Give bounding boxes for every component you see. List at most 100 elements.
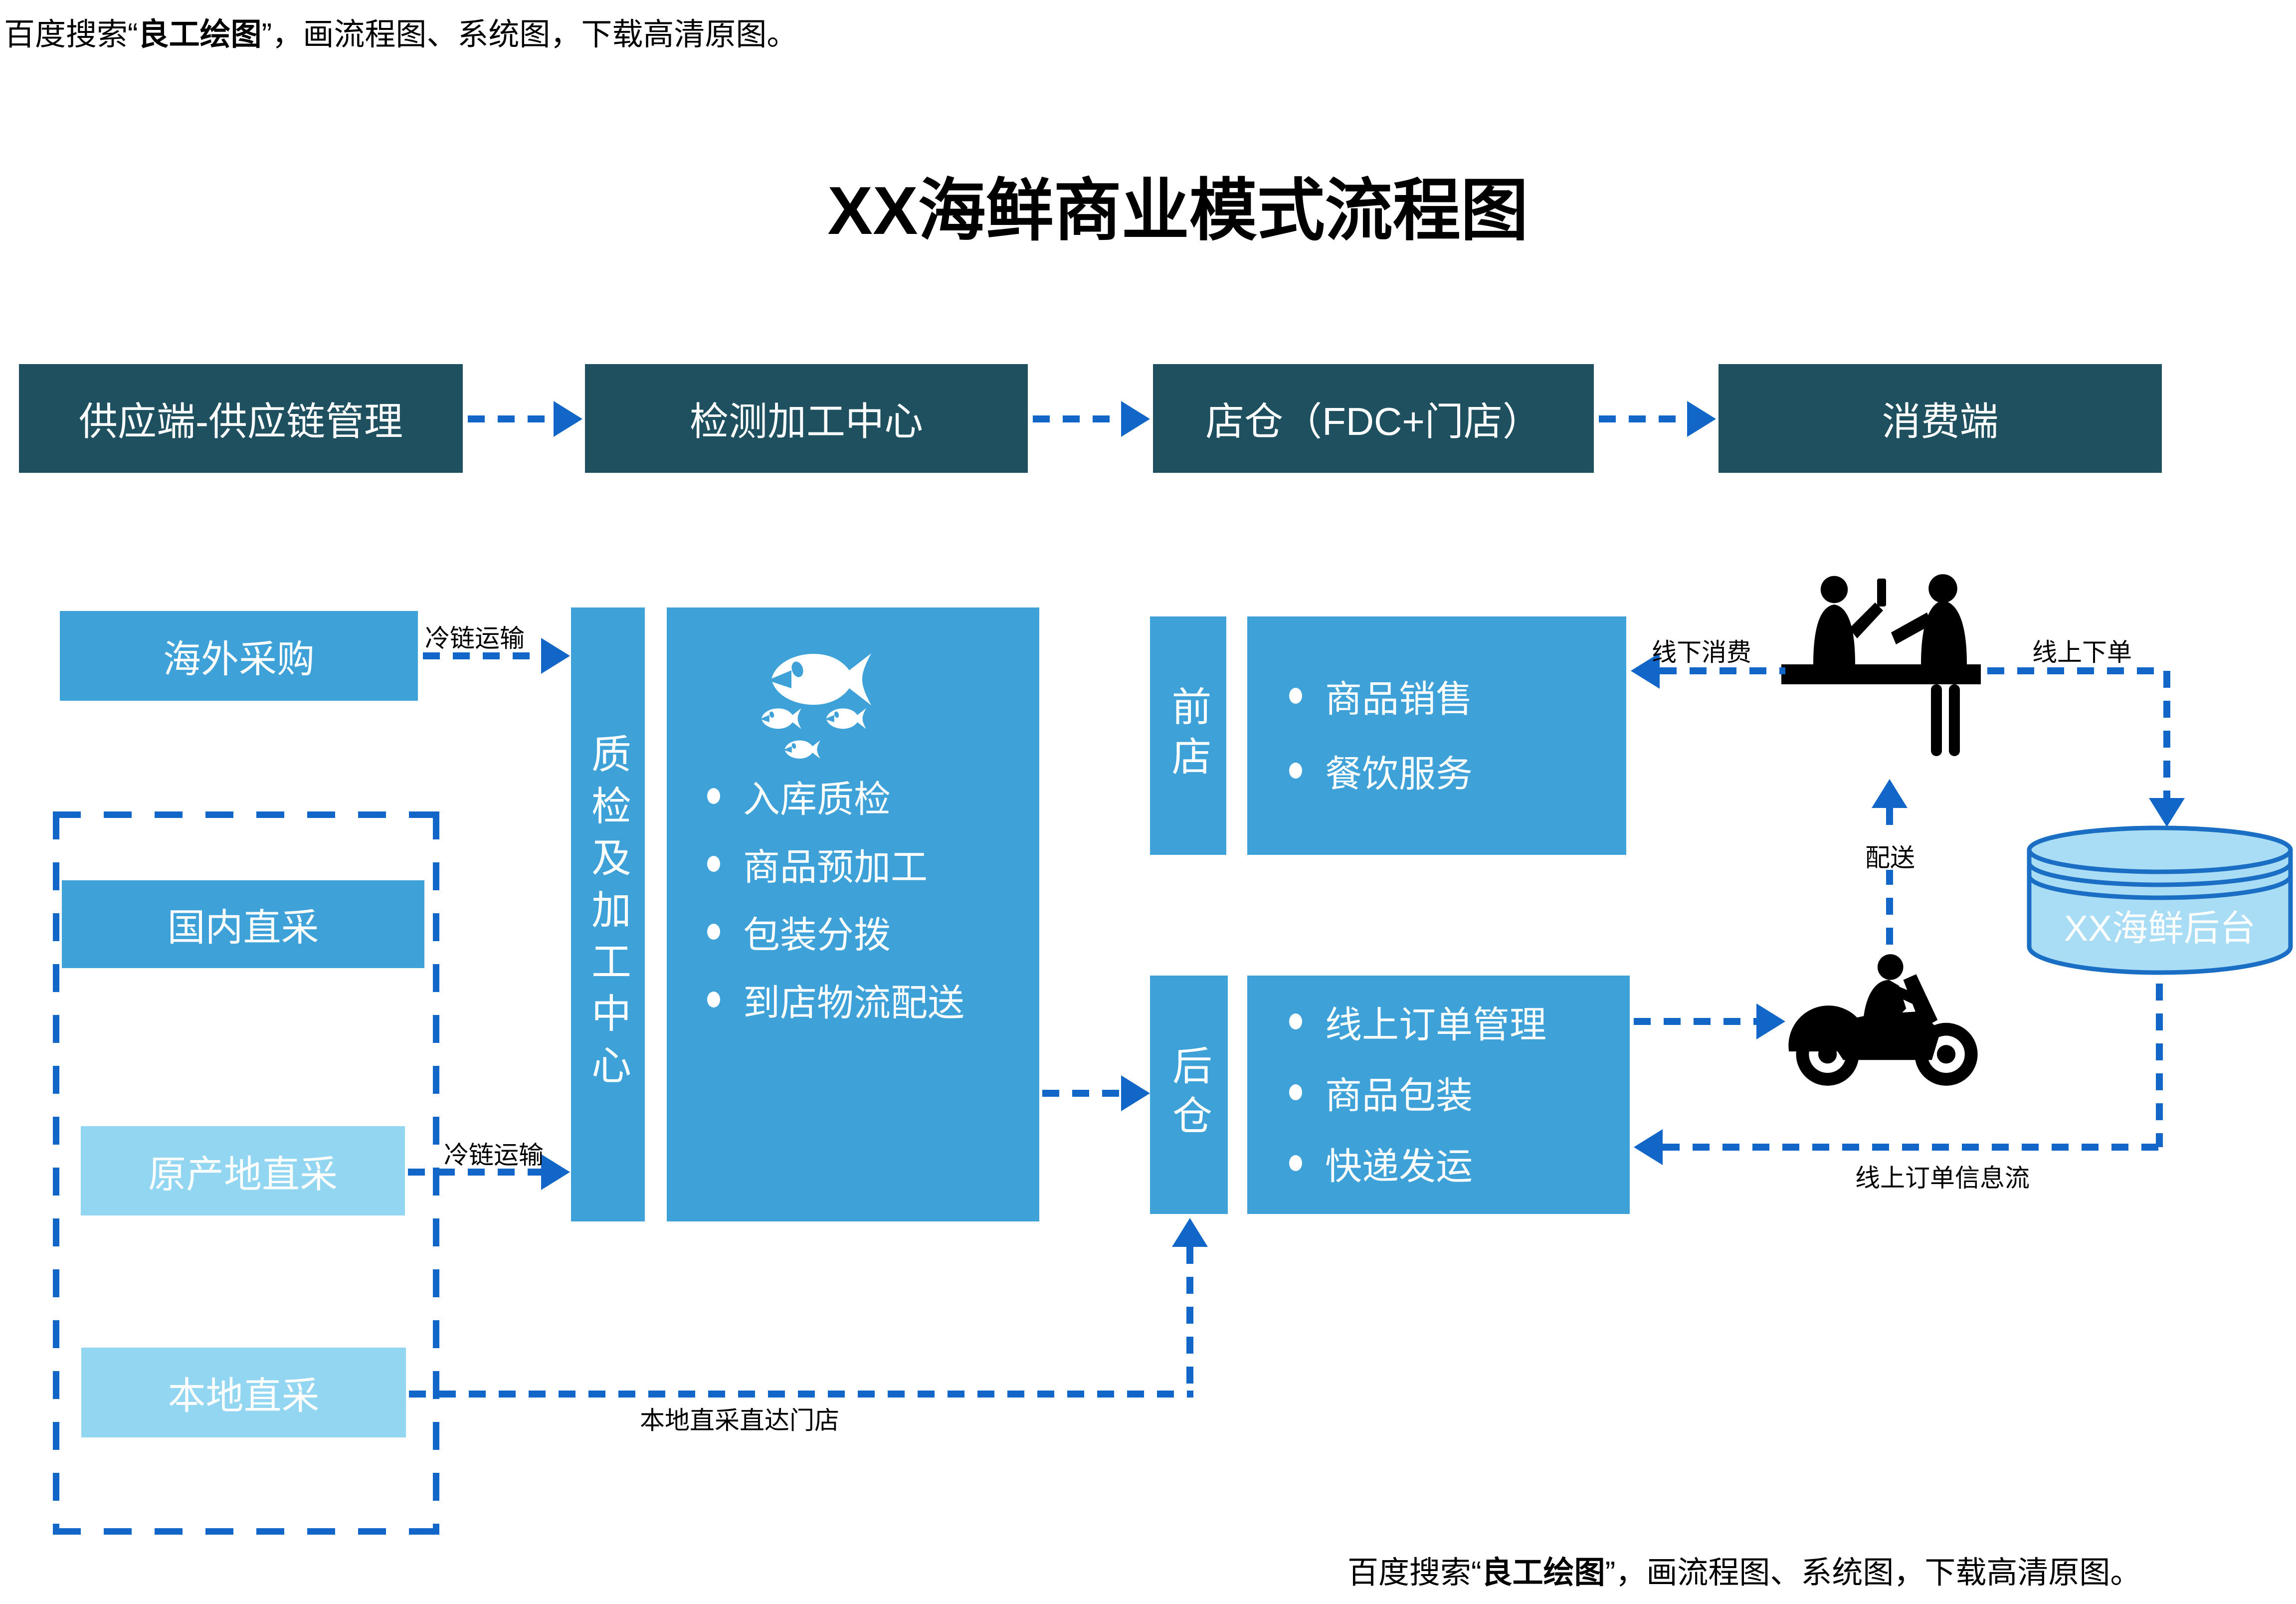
stage-label: 供应端-供应链管理 (79, 400, 403, 443)
watermark-suffix: ”，画流程图、系统图，下载高清原图。 (1605, 1556, 2141, 1590)
box-origin-purchase: 原产地直采 (81, 1126, 405, 1215)
arrow-stage3-stage4-head (1687, 401, 1716, 437)
stage-box-store: 店仓（FDC+门店） (1153, 364, 1594, 473)
edge-label-delivery: 配送 (1848, 838, 1932, 872)
direct-purchase-group-border-top (53, 811, 439, 818)
arrow-backstore-to-moto-line (1634, 1018, 1756, 1025)
edge-label-cold-chain-2: 冷链运输 (444, 1141, 544, 1169)
list-item-label: 商品销售 (1325, 678, 1473, 720)
bullet-icon (1289, 1084, 1302, 1100)
database-icon: XX海鲜后台 (2027, 825, 2293, 975)
arrow-overseas-to-qc-line (423, 652, 541, 659)
arrow-local-direct-vline (1186, 1247, 1193, 1394)
list-item: 线上订单管理 (1289, 995, 1618, 1048)
edge-label-cold-chain-1: 冷链运输 (425, 624, 525, 652)
bullet-icon (1289, 763, 1302, 779)
watermark-prefix: 百度搜索“ (4, 17, 138, 52)
list-item: 商品销售 (1289, 668, 1608, 723)
list-item-label: 包装分拨 (743, 914, 891, 956)
direct-purchase-group-border-left (53, 811, 59, 1535)
fish-icon (756, 704, 810, 732)
edge-label-online-order: 线上下单 (2032, 638, 2132, 666)
arrow-overseas-to-qc-head (541, 638, 570, 674)
box-qc-processing-center: 质检及加工中心 (571, 607, 645, 1221)
arrow-online-order-vline (2163, 671, 2170, 798)
box-front-store: 前店 (1150, 616, 1226, 855)
list-item: 入库质检 (707, 771, 1026, 821)
list-item-label: 入库质检 (743, 778, 891, 820)
edge-label-offline-consume: 线下消费 (1652, 638, 1751, 666)
list-item: 商品包装 (1289, 1066, 1618, 1119)
box-label: 前店 (1166, 686, 1211, 786)
bullet-icon (707, 788, 720, 804)
list-item: 餐饮服务 (1289, 743, 1608, 798)
arrow-order-info-vline (2156, 984, 2163, 1147)
box-label: 质检及加工中心 (586, 733, 630, 1096)
customers-at-counter-icon (1781, 574, 1981, 756)
arrow-qc-to-backstore-line (1042, 1090, 1121, 1097)
arrow-origin-to-qc-head (541, 1154, 570, 1190)
arrow-delivery-head (1872, 779, 1908, 808)
stage-box-consumer: 消费端 (1719, 364, 2162, 473)
watermark-brand: 良工绘图 (138, 17, 262, 52)
watermark-brand: 良工绘图 (1481, 1556, 1605, 1590)
direct-purchase-group-border-bottom (53, 1528, 439, 1535)
list-item: 商品预加工 (707, 838, 1026, 889)
list-item-label: 商品预加工 (743, 846, 928, 888)
fish-icon (820, 704, 875, 732)
stage-label: 检测加工中心 (689, 400, 923, 443)
edge-label-local-direct: 本地直采直达门店 (640, 1406, 839, 1434)
arrow-order-info-hline (1663, 1144, 2163, 1151)
arrow-qc-to-backstore-head (1121, 1075, 1150, 1111)
arrow-stage2-stage3-line (1033, 415, 1121, 422)
bullet-icon (1289, 1013, 1302, 1029)
arrow-stage1-stage2-head (554, 401, 582, 437)
arrow-online-order-hline (1987, 667, 2167, 674)
box-local-purchase: 本地直采 (81, 1348, 406, 1437)
stage-label: 消费端 (1882, 400, 1999, 443)
watermark-top: 百度搜索“良工绘图”，画流程图、系统图，下载高清原图。 (4, 9, 797, 54)
list-item-label: 商品包装 (1325, 1074, 1473, 1116)
arrow-order-info-head (1634, 1129, 1663, 1165)
bullet-icon (707, 992, 720, 1007)
arrow-origin-to-qc-line (408, 1169, 541, 1176)
fish-icon (778, 737, 830, 762)
bullet-icon (707, 924, 720, 940)
delivery-motorcycle-icon (1788, 954, 1978, 1086)
bullet-icon (707, 856, 720, 872)
arrow-stage3-stage4-line (1599, 415, 1687, 422)
box-label: 本地直采 (168, 1375, 320, 1417)
arrow-delivery-line (1886, 808, 1893, 950)
stage-label: 店仓（FDC+门店） (1205, 400, 1541, 443)
database-label: XX海鲜后台 (2064, 909, 2256, 949)
fish-icon (758, 643, 893, 713)
box-label: 国内直采 (167, 907, 319, 949)
list-item: 包装分拨 (707, 906, 1026, 957)
list-item-label: 快递发运 (1325, 1145, 1473, 1187)
edge-label-order-info: 线上订单信息流 (1855, 1164, 2030, 1192)
arrow-online-order-head (2149, 798, 2185, 827)
arrow-local-direct-head (1172, 1218, 1208, 1247)
box-label: 原产地直采 (148, 1153, 338, 1196)
bullet-icon (1289, 688, 1302, 704)
box-qc-detail: 入库质检 商品预加工 包装分拨 到店物流配送 (667, 607, 1039, 1221)
arrow-backstore-to-moto-head (1756, 1003, 1785, 1039)
arrow-stage1-stage2-line (468, 415, 554, 422)
stage-box-supply: 供应端-供应链管理 (19, 364, 463, 473)
watermark-prefix: 百度搜索“ (1347, 1556, 1482, 1590)
arrow-stage2-stage3-head (1121, 401, 1150, 437)
watermark-bottom: 百度搜索“良工绘图”，画流程图、系统图，下载高清原图。 (1347, 1547, 2141, 1592)
arrow-offline-consume-line (1660, 667, 1785, 674)
watermark-suffix: ”，画流程图、系统图，下载高清原图。 (261, 17, 798, 52)
list-item-label: 餐饮服务 (1325, 753, 1473, 795)
page-title: XX海鲜商业模式流程图 (827, 173, 1529, 248)
box-label: 后仓 (1167, 1045, 1211, 1145)
arrow-local-direct-hline (409, 1391, 1193, 1398)
box-label: 海外采购 (163, 638, 315, 681)
stage-box-processing: 检测加工中心 (585, 364, 1028, 473)
list-item: 快递发运 (1289, 1137, 1618, 1190)
list-item-label: 线上订单管理 (1325, 1003, 1546, 1045)
list-item: 到店物流配送 (707, 974, 1026, 1025)
arrow-offline-consume-head (1631, 653, 1660, 689)
list-item-label: 到店物流配送 (743, 982, 964, 1023)
